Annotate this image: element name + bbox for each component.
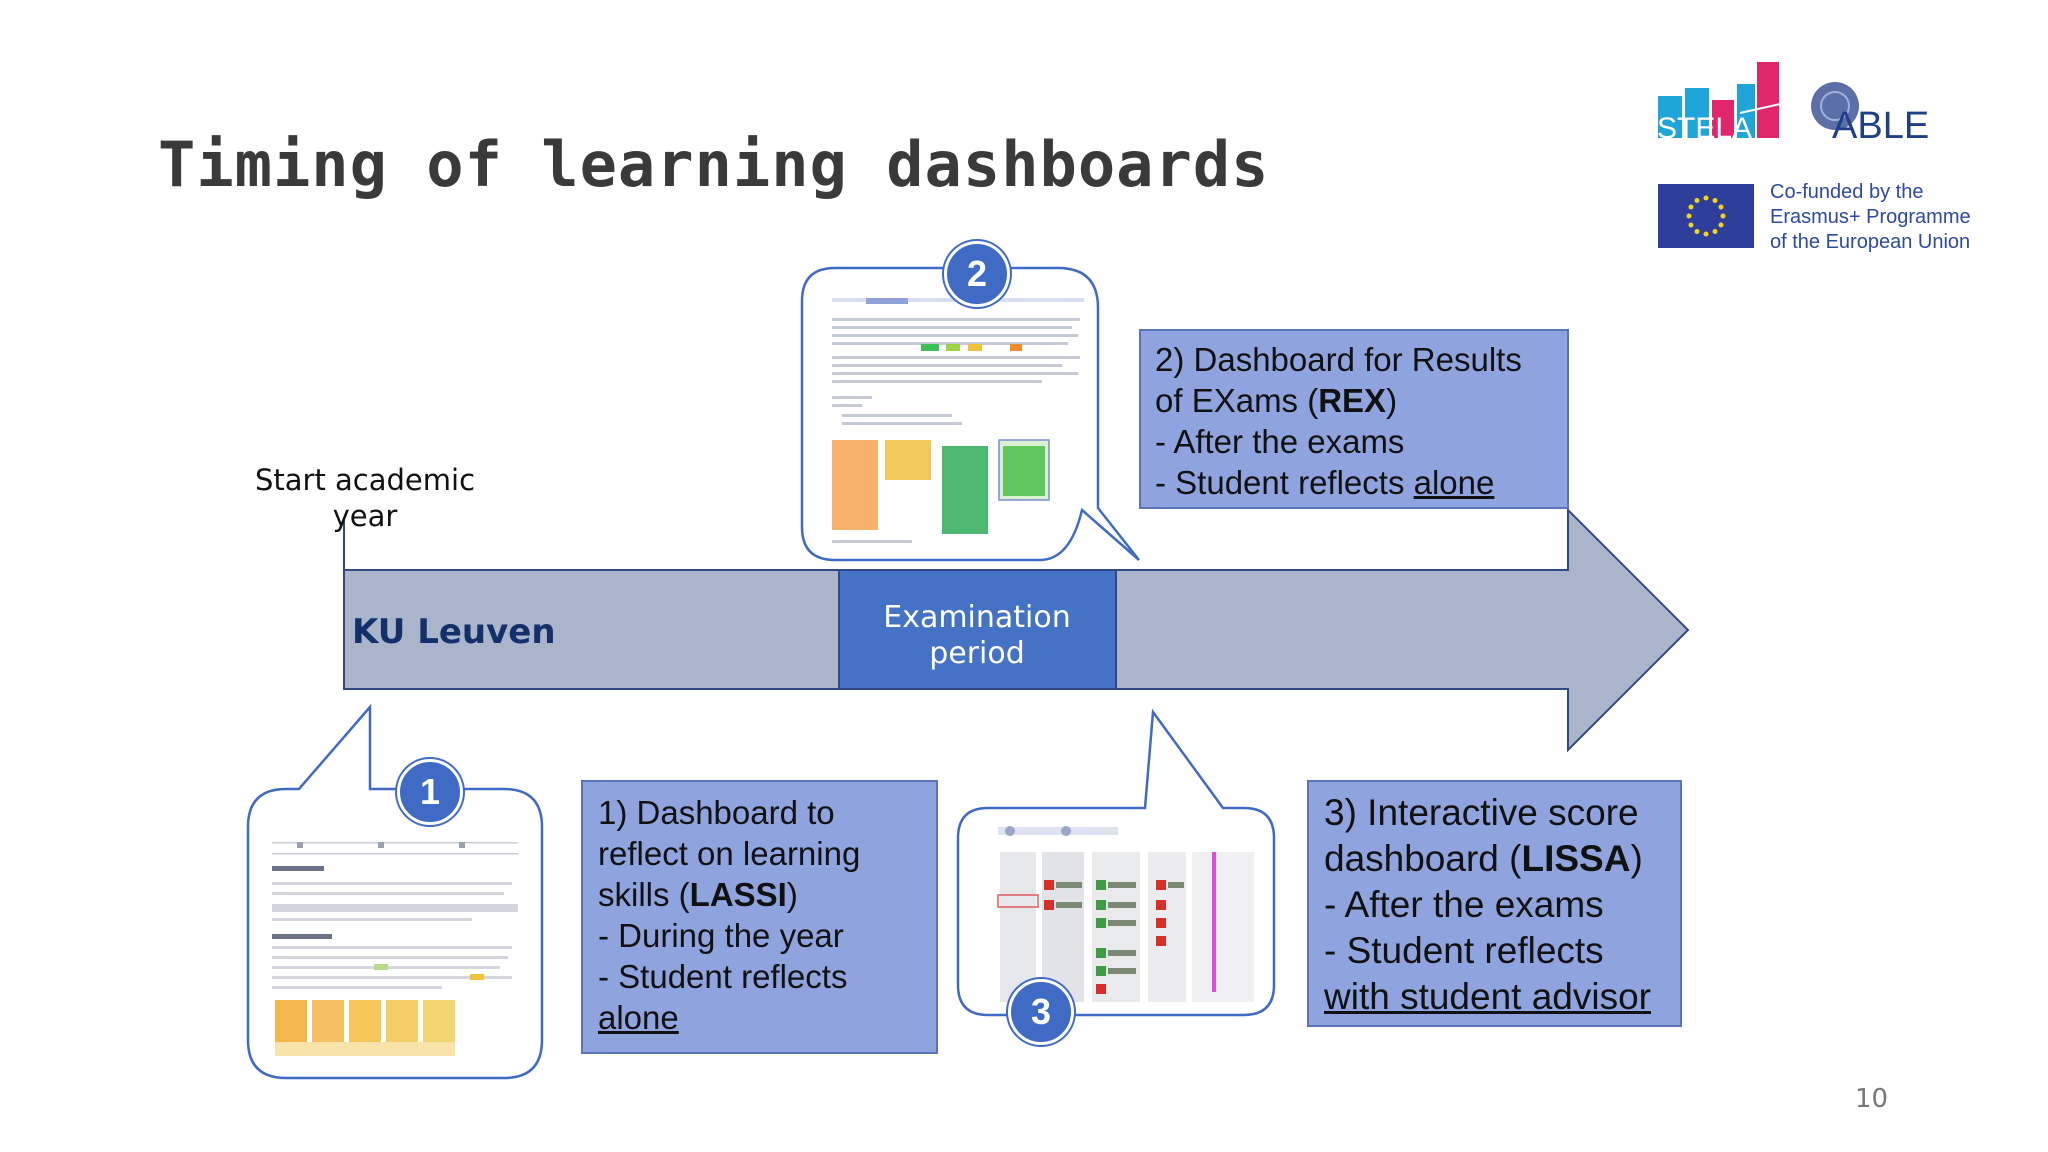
examination-period-label: Examination period [883, 600, 1071, 671]
lissa-description-box: 3) Interactive score dashboard (LISSA) -… [1307, 780, 1682, 1027]
eu-text-line: Erasmus+ Programme [1770, 206, 1971, 228]
lissa-dashboard-thumbnail [997, 826, 1254, 1002]
exam-period-block [838, 569, 1117, 690]
rex-line: - Student reflects alone [1155, 464, 1495, 501]
able-text: ABLE [1832, 105, 1929, 147]
stela-logo: STELA [1657, 62, 1781, 145]
eu-funding-text: Co-funded by the Erasmus+ Programme of t… [1770, 180, 1971, 255]
eu-text-line: of the European Union [1770, 231, 1971, 253]
lissa-line: - After the exams [1324, 884, 1604, 925]
start-academic-year-label: Start academic year [254, 463, 476, 533]
callout-rex [800, 266, 1140, 562]
slide-title: Timing of learning dashboards [158, 128, 1270, 201]
eu-text-line: Co-funded by the [1770, 181, 1924, 203]
rex-description-box: 2) Dashboard for Results of EXams (REX) … [1139, 329, 1569, 509]
lassi-description-box: 1) Dashboard to reflect on learning skil… [581, 780, 938, 1054]
badge-lissa: 3 [1008, 979, 1074, 1045]
lissa-line: with student advisor [1324, 976, 1652, 1017]
ku-leuven-label: KU Leuven [352, 612, 556, 652]
lassi-line: reflect on learning [598, 835, 861, 872]
able-logo: ABLE [1811, 82, 1929, 147]
lissa-line: dashboard (LISSA) [1324, 838, 1643, 879]
lassi-line: 1) Dashboard to [598, 794, 835, 831]
rex-line: - After the exams [1155, 423, 1405, 460]
lassi-line: skills (LASSI) [598, 876, 798, 913]
rex-acronym: REX [1318, 382, 1387, 419]
lassi-dashboard-thumbnail [272, 842, 518, 1056]
lissa-line: 3) Interactive score [1324, 792, 1639, 833]
badge-rex: 2 [944, 241, 1010, 307]
lissa-acronym: LISSA [1521, 838, 1631, 879]
rex-line: 2) Dashboard for Results [1155, 341, 1522, 378]
lassi-line: - During the year [598, 917, 844, 954]
lassi-acronym: LASSI [689, 876, 787, 913]
rex-dashboard-thumbnail [832, 298, 1084, 543]
lissa-line: - Student reflects [1324, 930, 1604, 971]
rex-line: of EXams (REX) [1155, 382, 1398, 419]
lassi-line: alone [598, 999, 679, 1036]
lassi-line: - Student reflects [598, 958, 848, 995]
page-number: 10 [1855, 1084, 1889, 1114]
eu-flag-icon [1658, 184, 1754, 248]
badge-lassi: 1 [397, 759, 463, 825]
stela-text: STELA [1657, 112, 1752, 145]
logos: STELA ABLE [1657, 62, 1929, 248]
